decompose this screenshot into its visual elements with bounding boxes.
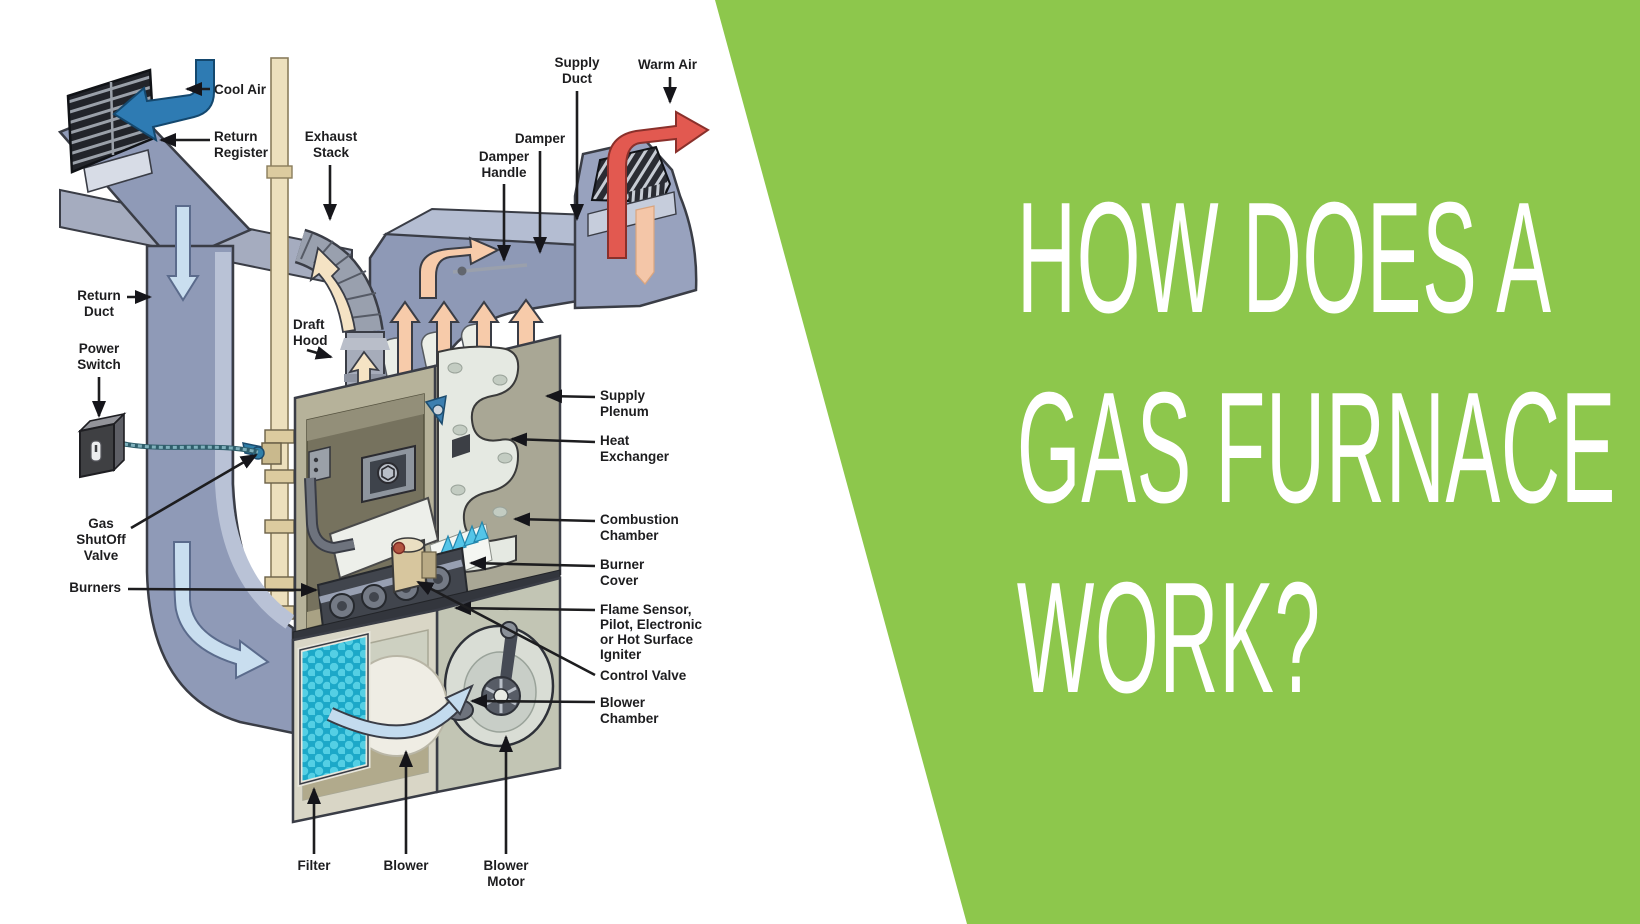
gas-shutoff-valve — [242, 442, 282, 465]
return-air-arrows — [166, 205, 270, 680]
title-line-3: WORK? — [1016, 550, 1321, 726]
label-blower: Blower — [383, 858, 429, 873]
svg-text:Stack: Stack — [313, 145, 350, 160]
svg-text:Cover: Cover — [600, 573, 639, 588]
exhaust-air-arrow — [309, 246, 357, 334]
svg-text:Pilot, Electronic: Pilot, Electronic — [600, 617, 703, 632]
gas-furnace-diagram: Cool Air Return Register Exhaust Stack S… — [57, 55, 710, 889]
gas-supply-elbow — [304, 477, 356, 555]
svg-text:ShutOff: ShutOff — [76, 532, 126, 547]
label-damper-handle: Damper — [479, 149, 530, 164]
label-return-duct: Return — [77, 288, 121, 303]
leader-lines — [92, 77, 677, 854]
warm-air-arrow — [607, 110, 710, 259]
burner-cover-panel — [328, 496, 440, 580]
svg-text:Exchanger: Exchanger — [600, 449, 670, 464]
label-combustion-chamber: Combustion — [600, 512, 679, 527]
svg-text:Igniter: Igniter — [600, 647, 642, 662]
label-cool-air: Cool Air — [214, 82, 267, 97]
svg-text:Duct: Duct — [84, 304, 115, 319]
junction-panel — [308, 446, 331, 483]
label-gas-shutoff-valve: Gas — [88, 516, 114, 531]
title-line-1: HOW DOES A — [1016, 170, 1552, 346]
label-damper: Damper — [515, 131, 566, 146]
label-flame-sensor-igniter: Flame Sensor, — [600, 602, 692, 617]
label-draft-hood: Draft — [293, 317, 325, 332]
label-blower-chamber: Blower — [600, 695, 646, 710]
label-return-register: Return — [214, 129, 258, 144]
svg-text:Plenum: Plenum — [600, 404, 649, 419]
svg-text:Valve: Valve — [84, 548, 119, 563]
label-heat-exchanger: Heat — [600, 433, 630, 448]
svg-text:or Hot Surface: or Hot Surface — [600, 632, 694, 647]
blower-air-arrow — [326, 684, 474, 740]
labels: Cool Air Return Register Exhaust Stack S… — [69, 55, 702, 889]
svg-text:Chamber: Chamber — [600, 528, 659, 543]
svg-text:Hood: Hood — [293, 333, 328, 348]
damper-handle-rod — [452, 263, 528, 276]
label-burners: Burners — [69, 580, 121, 595]
svg-text:Switch: Switch — [77, 357, 121, 372]
label-control-valve: Control Valve — [600, 668, 687, 683]
svg-text:Duct: Duct — [562, 71, 593, 86]
supply-duct-air-arrow — [419, 236, 501, 299]
label-warm-air: Warm Air — [638, 57, 698, 72]
svg-text:Motor: Motor — [487, 874, 525, 889]
furnace-cabinet — [291, 334, 562, 824]
warm-air-stripe — [635, 205, 655, 285]
blower-chamber-fan — [443, 621, 555, 748]
label-supply-plenum: Supply — [600, 388, 645, 403]
label-exhaust-stack: Exhaust — [305, 129, 358, 144]
label-power-switch: Power — [79, 341, 120, 356]
label-blower-motor: Blower — [483, 858, 529, 873]
label-burner-cover: Burner — [600, 557, 645, 572]
supply-register — [573, 138, 698, 310]
svg-text:Handle: Handle — [481, 165, 527, 180]
svg-text:Chamber: Chamber — [600, 711, 659, 726]
title-line-2: GAS FURNACE — [1016, 360, 1616, 536]
label-filter: Filter — [297, 858, 331, 873]
svg-text:Register: Register — [214, 145, 269, 160]
exhaust-stack-pipe — [264, 57, 295, 631]
page-title: HOW DOES A GAS FURNACE WORK? — [880, 163, 1616, 733]
label-supply-duct: Supply — [554, 55, 599, 70]
power-switch-box — [77, 412, 259, 479]
control-box — [361, 444, 416, 504]
